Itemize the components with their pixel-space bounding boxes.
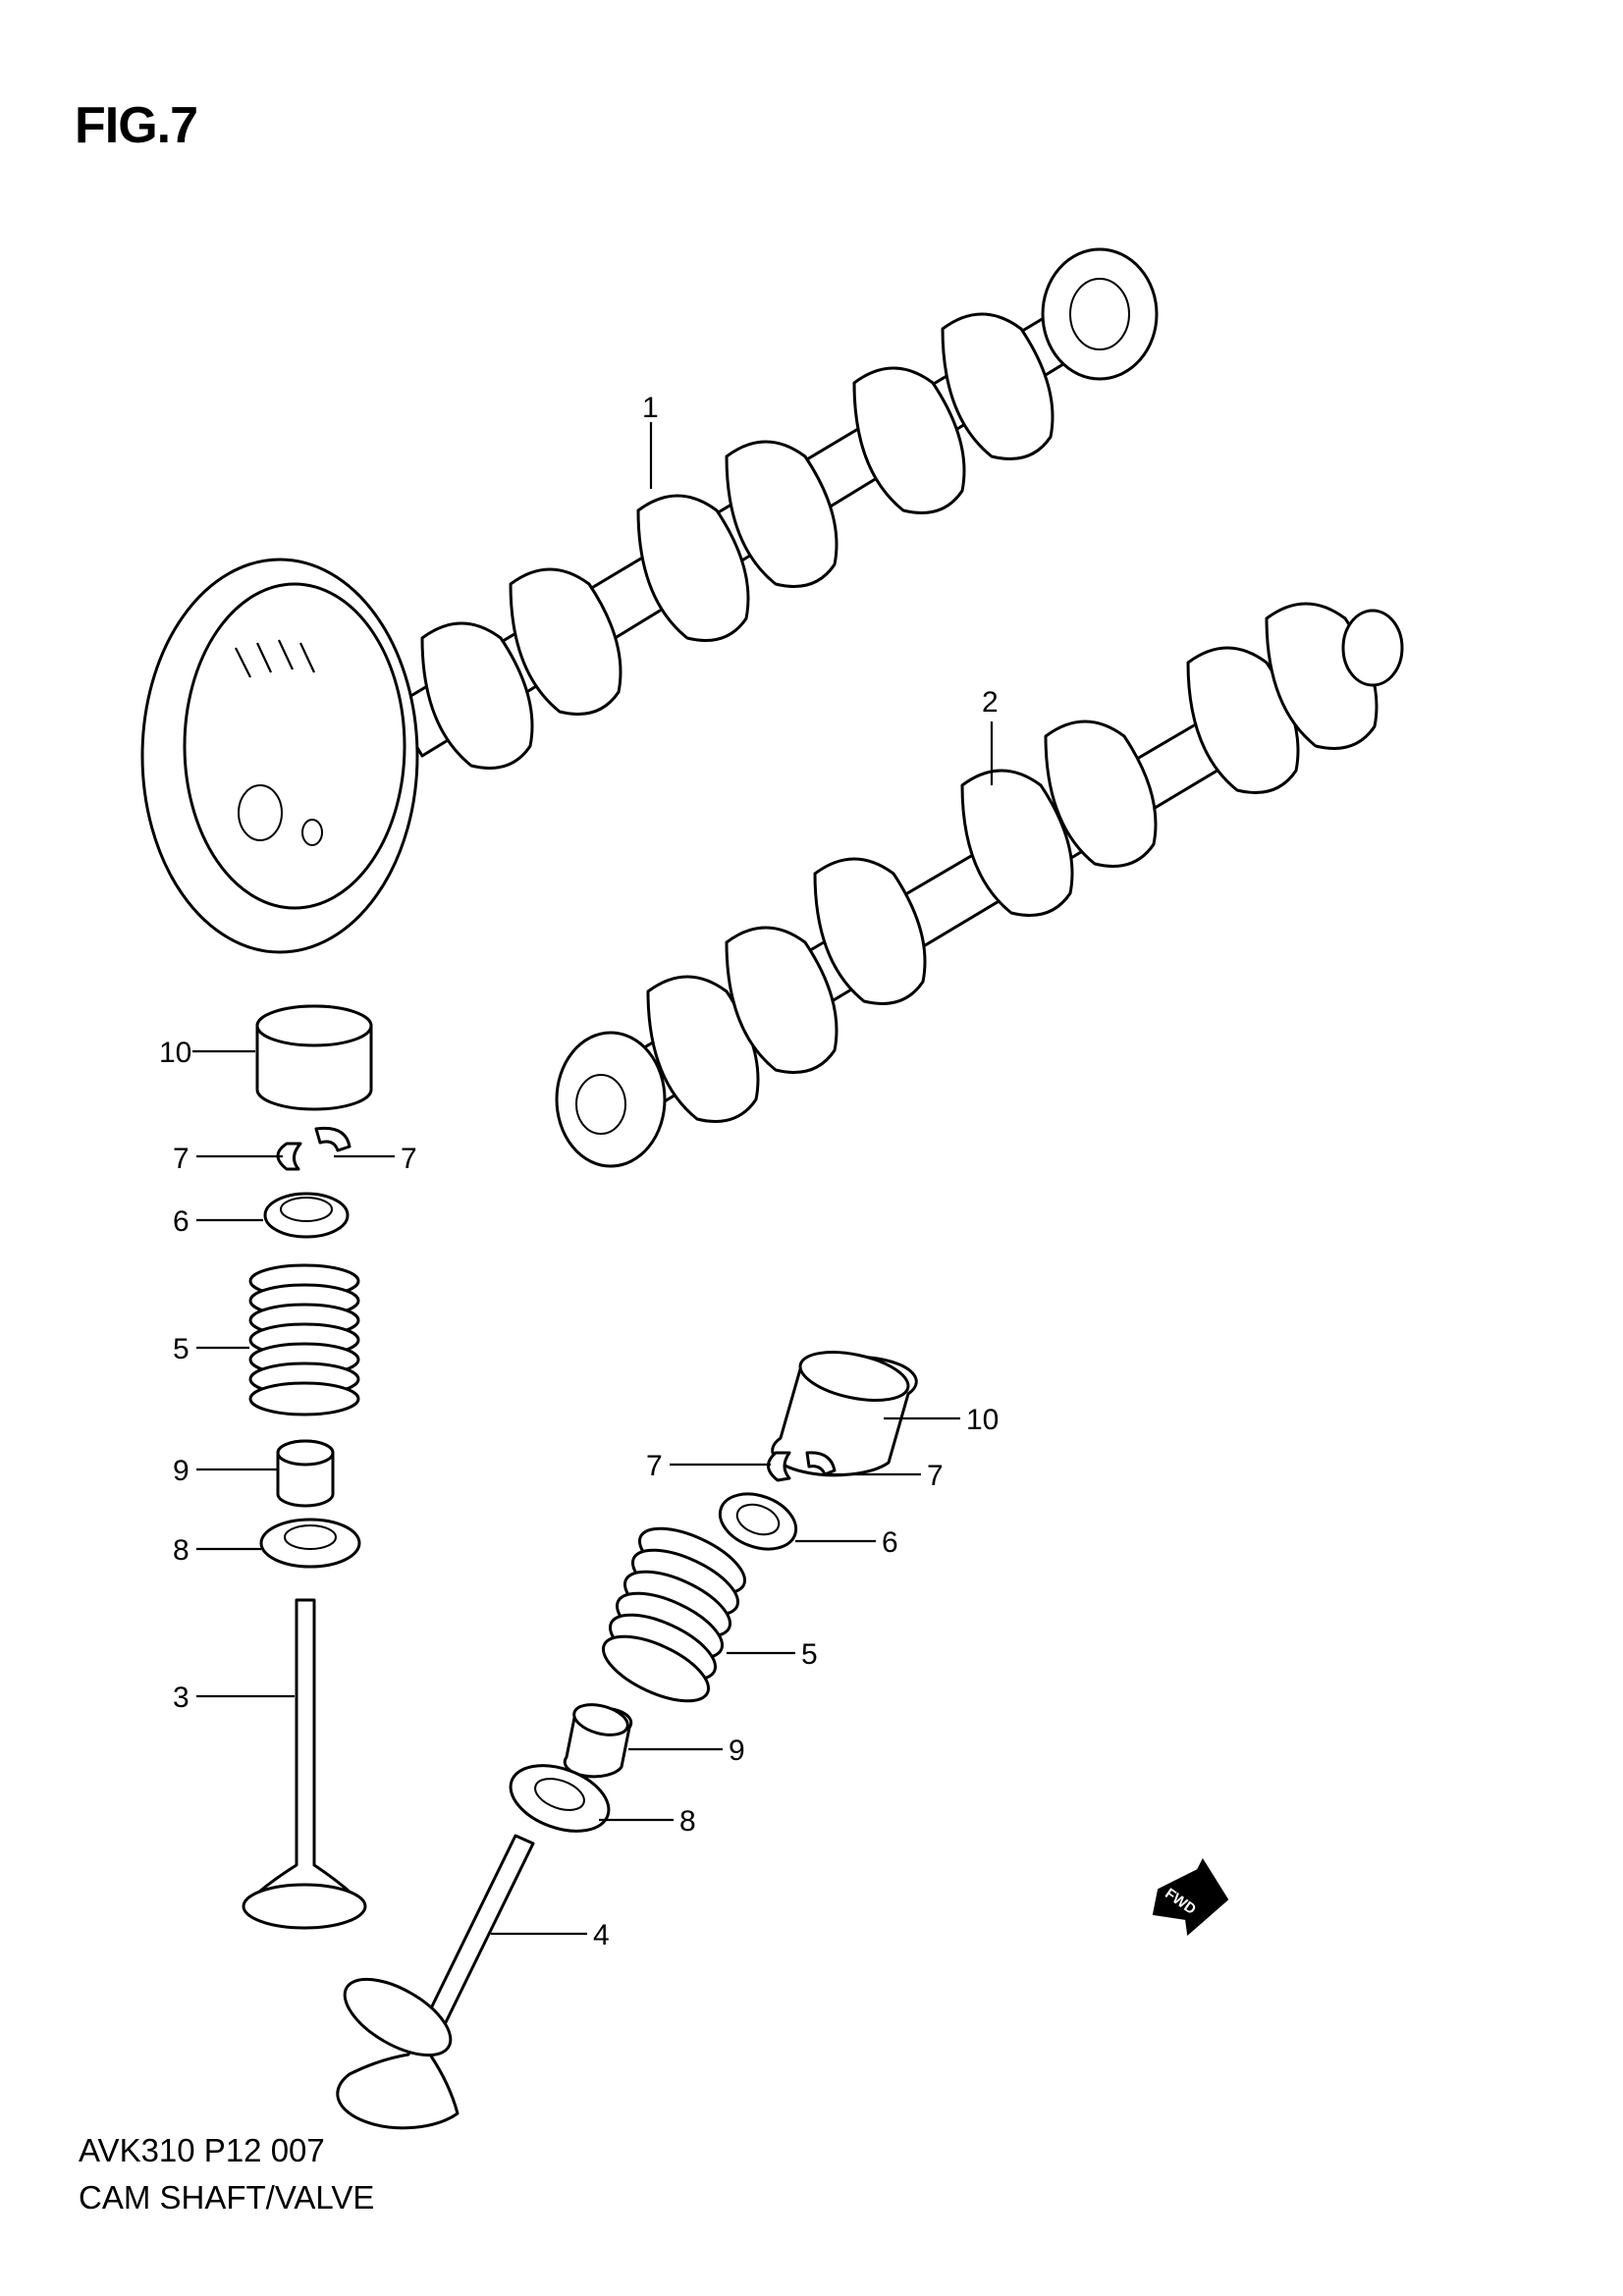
callout-2: 2 <box>982 686 999 785</box>
callout-8-right: 8 <box>599 1805 696 1838</box>
svg-text:7: 7 <box>646 1450 663 1482</box>
callout-6-right: 6 <box>795 1526 898 1559</box>
svg-text:5: 5 <box>173 1333 189 1365</box>
callout-4: 4 <box>491 1919 610 1951</box>
callout-8-left: 8 <box>173 1534 261 1567</box>
forward-direction-arrow-icon: FWD <box>1152 1857 1229 1936</box>
callout-5-right: 5 <box>727 1638 818 1671</box>
svg-text:4: 4 <box>593 1919 610 1951</box>
svg-text:8: 8 <box>679 1805 696 1838</box>
svg-text:10: 10 <box>159 1037 191 1069</box>
callout-1: 1 <box>642 392 659 489</box>
svg-text:2: 2 <box>982 686 999 719</box>
camshaft-intake <box>140 247 1159 954</box>
svg-text:7: 7 <box>927 1460 944 1492</box>
svg-text:5: 5 <box>801 1638 818 1671</box>
figure-reference-code: AVK310 P12 007 <box>79 2132 325 2168</box>
svg-text:7: 7 <box>173 1143 189 1175</box>
svg-text:1: 1 <box>642 392 659 424</box>
callout-9-right: 9 <box>628 1735 745 1767</box>
callout-7-right-a: 7 <box>646 1450 771 1482</box>
callout-7-right-b: 7 <box>825 1460 944 1492</box>
callout-7-left-a: 7 <box>173 1143 283 1175</box>
callout-5-left: 5 <box>173 1333 249 1365</box>
svg-text:10: 10 <box>966 1404 999 1436</box>
svg-text:6: 6 <box>173 1205 189 1238</box>
svg-text:7: 7 <box>401 1143 417 1175</box>
valve-stack-left <box>242 1004 373 1930</box>
valve-stack-right <box>336 1351 918 2130</box>
figure-caption: CAM SHAFT/VALVE <box>79 2179 375 2216</box>
callout-9-left: 9 <box>173 1455 277 1487</box>
callout-10-left: 10 <box>159 1037 255 1069</box>
figure-title: FIG.7 <box>75 97 198 154</box>
callout-6-left: 6 <box>173 1205 263 1238</box>
svg-text:9: 9 <box>173 1455 189 1487</box>
svg-text:9: 9 <box>729 1735 745 1767</box>
camshaft-exhaust <box>555 602 1404 1168</box>
callout-7-left-b: 7 <box>334 1143 417 1175</box>
callout-3: 3 <box>173 1682 295 1714</box>
callout-10-right: 10 <box>884 1404 999 1436</box>
svg-text:6: 6 <box>882 1526 898 1559</box>
svg-text:8: 8 <box>173 1534 189 1567</box>
svg-text:3: 3 <box>173 1682 189 1714</box>
